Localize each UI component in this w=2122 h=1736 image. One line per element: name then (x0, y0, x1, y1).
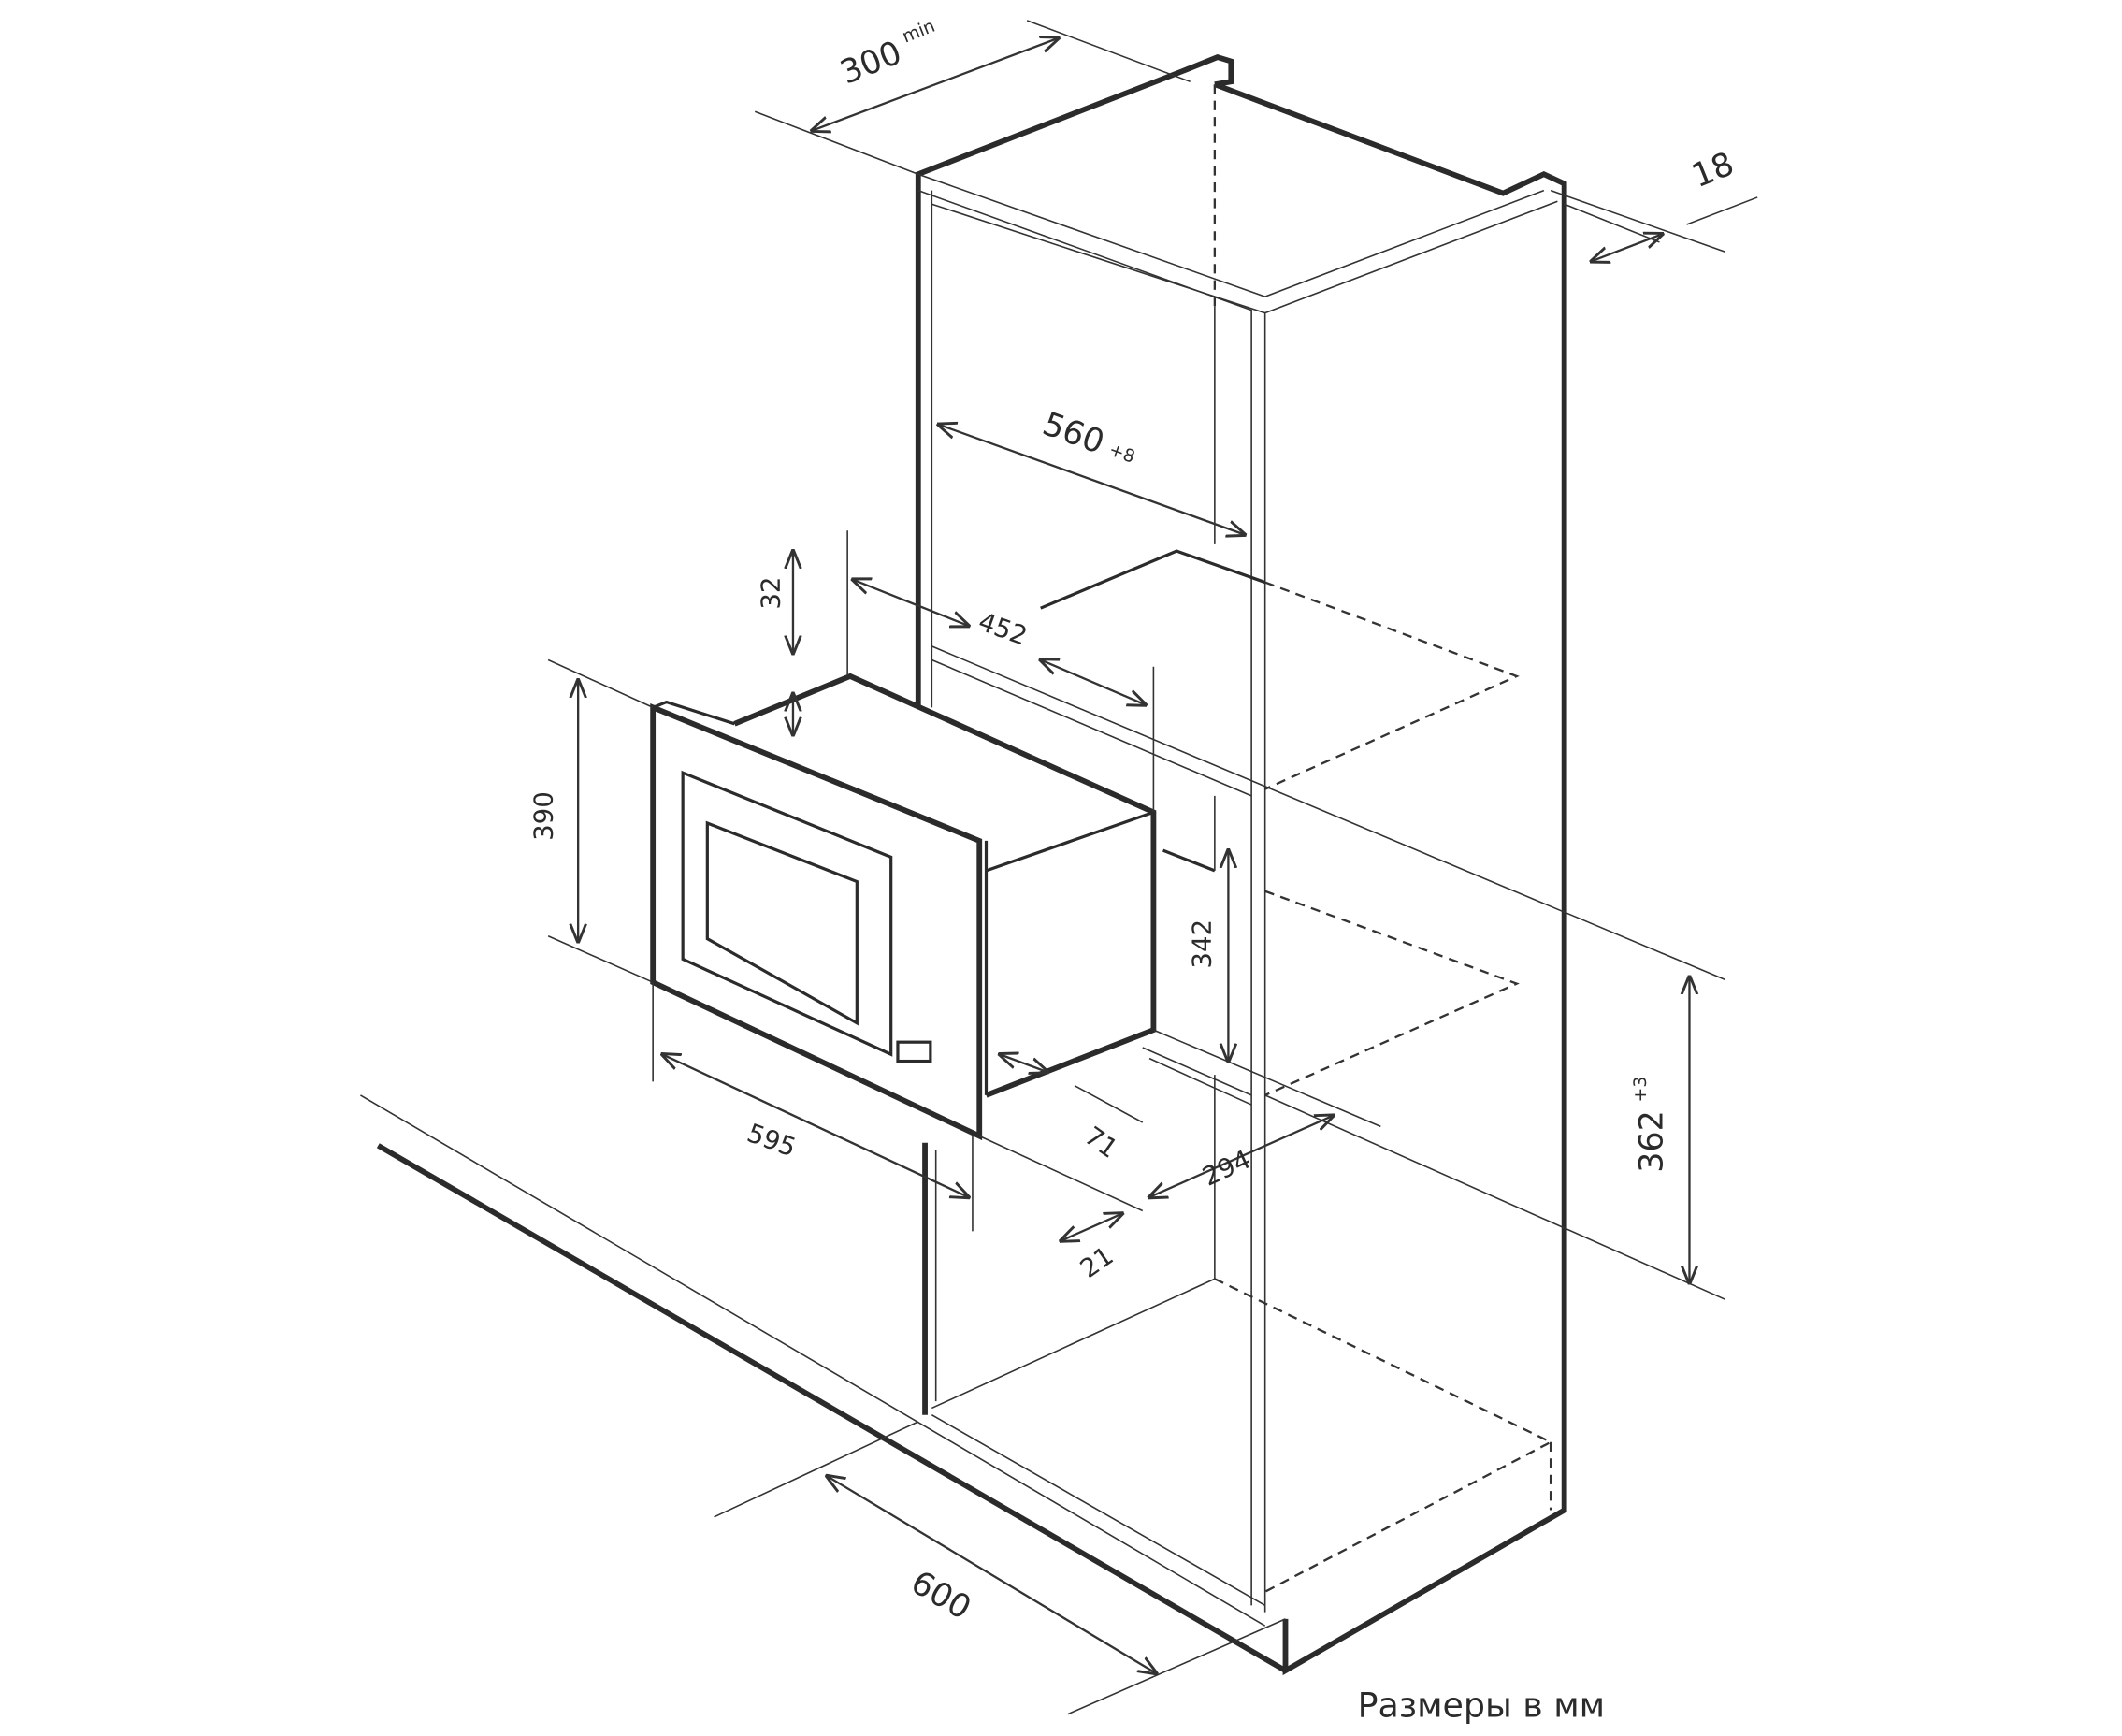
label-595: 595 (743, 1117, 801, 1163)
units-caption: Размеры в мм (1358, 1685, 1606, 1726)
label-600: 600 (904, 1564, 977, 1628)
label-18: 18 (1687, 145, 1739, 195)
door-button (896, 1040, 932, 1063)
dimension-labels: 300min 18 560+8 452 32 390 342 362+3 595… (528, 16, 1739, 1726)
label-32: 32 (755, 576, 786, 609)
label-362: 362+3 (1630, 1077, 1670, 1173)
label-342: 342 (1186, 919, 1217, 969)
label-560: 560+8 (1038, 405, 1142, 473)
floor-lines (360, 1094, 1287, 1673)
dimension-lines (578, 38, 1758, 1673)
microwave (650, 673, 1157, 1141)
label-452: 452 (974, 606, 1032, 652)
label-390: 390 (528, 791, 559, 841)
label-294: 294 (1198, 1143, 1256, 1192)
label-300-min: 300min (834, 16, 946, 93)
label-71: 71 (1079, 1121, 1124, 1165)
extension-lines (547, 20, 1725, 1715)
cabinet (915, 54, 1567, 1676)
window (705, 820, 859, 1026)
label-21: 21 (1075, 1240, 1119, 1284)
